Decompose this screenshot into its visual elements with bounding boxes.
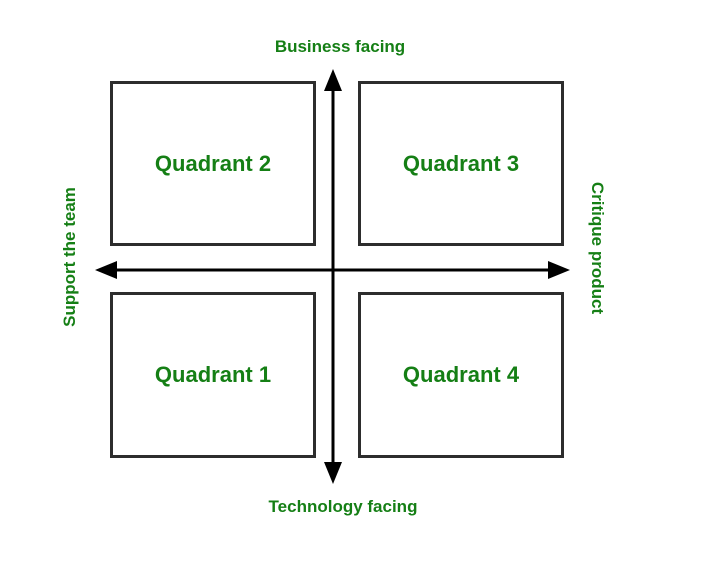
axis-label-critique-product: Critique product xyxy=(588,181,607,315)
quadrant-box-top-right: Quadrant 3 xyxy=(358,81,564,246)
axis-label-technology-facing: Technology facing xyxy=(268,497,418,516)
axis-label-business-facing: Business facing xyxy=(274,37,406,56)
quadrant-box-top-left: Quadrant 2 xyxy=(110,81,316,246)
quadrant-box-bottom-right: Quadrant 4 xyxy=(358,292,564,458)
quadrant-2-label: Quadrant 2 xyxy=(154,150,272,176)
quadrant-1-label: Quadrant 1 xyxy=(154,362,272,387)
arrowhead-bottom xyxy=(324,462,342,484)
quadrant-box-bottom-left: Quadrant 1 xyxy=(110,292,316,458)
quadrant-3-label: Quadrant 3 xyxy=(402,150,520,176)
arrowhead-right xyxy=(548,261,570,279)
quadrant-4-label: Quadrant 4 xyxy=(402,362,520,387)
arrowhead-left xyxy=(95,261,117,279)
axis-label-support-the-team: Support the team xyxy=(60,187,79,327)
arrowhead-top xyxy=(324,69,342,91)
